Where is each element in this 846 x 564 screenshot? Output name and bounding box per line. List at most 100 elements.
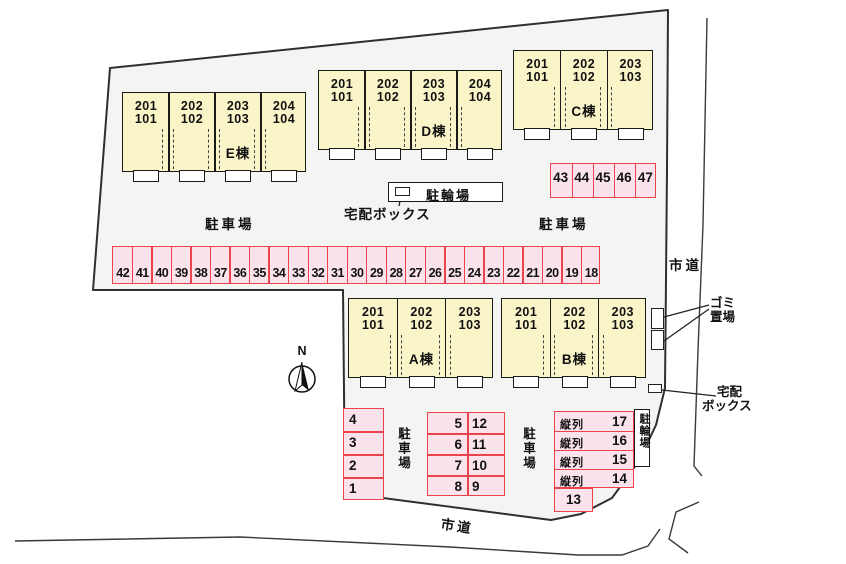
parking-lot-label-nw: 駐車場 xyxy=(205,217,255,232)
stair-dashes xyxy=(543,335,545,375)
stair-dashes xyxy=(554,335,556,375)
parking-space-15: 15 xyxy=(611,452,627,467)
space-divider xyxy=(327,247,329,283)
tandem-label: 縦列 xyxy=(560,457,584,469)
road-label-right: 市道 xyxy=(669,258,702,273)
unit-divider xyxy=(260,93,262,171)
road-line-bottom xyxy=(14,528,661,556)
tandem-label: 縦列 xyxy=(560,418,584,431)
stair-dashes xyxy=(404,107,405,147)
parking-space-9: 9 xyxy=(472,478,480,494)
unit-number: 202 102 xyxy=(563,305,586,332)
stair-dashes xyxy=(401,335,403,375)
parking-space-30: 30 xyxy=(350,266,364,280)
stair-dashes xyxy=(449,335,451,375)
parking-space-39: 39 xyxy=(174,266,188,280)
parking-space-35: 35 xyxy=(252,266,266,280)
stair-dashes xyxy=(553,87,555,127)
parking-space-42: 42 xyxy=(116,266,130,280)
parking-space-7: 7 xyxy=(454,457,462,473)
space-divider xyxy=(170,247,173,283)
stair-dashes xyxy=(415,107,416,147)
space-divider xyxy=(344,431,383,433)
unit-divider xyxy=(168,93,170,171)
bicycle-parking-shed: 駐輪場 xyxy=(388,182,503,203)
parking-space-24: 24 xyxy=(467,266,481,280)
delivery-box-label-top: 宅配ボックス xyxy=(344,207,431,222)
parking-space-22: 22 xyxy=(506,266,520,280)
parking-space-27: 27 xyxy=(409,266,422,280)
parking-space-46: 46 xyxy=(616,170,632,185)
space-divider xyxy=(307,247,309,283)
parking-space-8: 8 xyxy=(454,478,462,494)
stair-dashes xyxy=(591,335,593,375)
entrance-porch xyxy=(179,170,205,182)
parking-space-28: 28 xyxy=(389,266,403,280)
tandem-label: 縦列 xyxy=(560,437,584,450)
space-divider xyxy=(344,477,383,479)
parking-space-21: 21 xyxy=(526,266,540,280)
garbage-area-box-1 xyxy=(651,308,664,329)
unit-number: 201 101 xyxy=(514,305,538,332)
parking-space-40: 40 xyxy=(155,266,169,280)
unit-number: 201 101 xyxy=(330,77,354,104)
space-divider xyxy=(229,247,231,283)
north-needle-dark xyxy=(302,362,309,391)
unit-number: 203 103 xyxy=(611,305,634,332)
parking-space-25: 25 xyxy=(448,266,462,280)
bicycle-parking-south-label: 駐輪場 xyxy=(638,413,650,449)
stair-dashes xyxy=(265,129,266,169)
delivery-south-line2: ボックス xyxy=(702,398,752,413)
space-divider xyxy=(463,247,466,283)
parking-space-1: 1 xyxy=(349,481,357,496)
unit-divider xyxy=(597,299,600,377)
space-divider xyxy=(151,247,153,283)
parking-space-31: 31 xyxy=(331,266,344,280)
unit-number: 202 102 xyxy=(180,99,204,126)
entrance-porch xyxy=(456,376,483,388)
entrance-porch xyxy=(617,128,644,140)
garbage-area-label: ゴミ 置場 xyxy=(710,296,735,324)
space-divider xyxy=(385,247,387,283)
space-divider xyxy=(346,247,348,283)
stair-dashes xyxy=(564,87,566,127)
unit-number: 201 101 xyxy=(361,305,385,332)
parking-lot-label-ne: 駐車場 xyxy=(539,217,589,232)
unit-divider xyxy=(444,299,447,377)
parking-space-32: 32 xyxy=(311,266,325,280)
parking-space-13-box: 13 xyxy=(554,488,593,512)
unit-divider xyxy=(559,51,562,129)
parking-space-2: 2 xyxy=(349,458,357,473)
unit-divider xyxy=(456,71,458,149)
parking-space-43: 43 xyxy=(553,170,569,185)
unit-divider xyxy=(214,93,216,171)
stair-dashes xyxy=(254,129,255,169)
stair-dashes xyxy=(600,87,602,127)
stair-dashes xyxy=(461,107,462,147)
unit-number: 203 103 xyxy=(226,99,250,126)
leader-garbage-1 xyxy=(663,304,710,318)
parking-space-12: 12 xyxy=(472,415,488,431)
entrance-porch xyxy=(225,170,251,182)
stair-dashes xyxy=(611,87,613,127)
unit-number: 203 103 xyxy=(422,77,446,104)
space-divider xyxy=(344,454,383,456)
space-divider xyxy=(287,247,290,283)
unit-number: 203 103 xyxy=(458,305,481,332)
parking-lot-label-se: 駐車場 xyxy=(521,427,535,471)
parking-space-11: 11 xyxy=(472,436,487,452)
unit-divider xyxy=(549,299,552,377)
stair-dashes xyxy=(450,107,451,147)
stair-dashes xyxy=(390,335,392,375)
space-divider xyxy=(561,247,563,283)
parking-space-6: 6 xyxy=(454,436,462,452)
unit-number: 202 102 xyxy=(410,305,433,332)
entrance-porch xyxy=(408,376,435,388)
space-divider xyxy=(428,454,504,456)
